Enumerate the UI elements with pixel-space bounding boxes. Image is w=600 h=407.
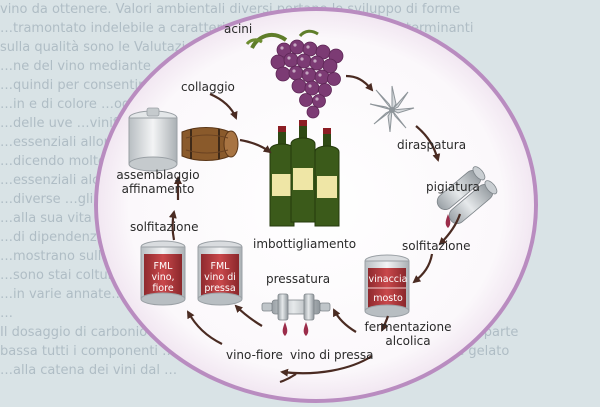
label-assemblaggio-line2: affinamento (108, 182, 208, 196)
label-solfitazione-right: solfitazione (402, 239, 471, 253)
tank-label-fml-fiore: FML vino, fiore (141, 261, 185, 294)
tank-fml-pressa-line3: pressa (198, 283, 242, 294)
tank-fml-fiore-line3: fiore (141, 283, 185, 294)
label-assemblaggio-line1: assemblaggio (108, 168, 208, 182)
tank-label-fml-pressa: FML vino di pressa (198, 261, 242, 294)
tank-fml-fiore-line2: vino, (141, 272, 185, 283)
label-vino-di-pressa: vino di pressa (290, 348, 374, 362)
tank-label-mosto: mosto (366, 293, 410, 304)
assembly-tank (129, 108, 177, 171)
label-pigiatura: pigiatura (426, 180, 480, 194)
label-assemblaggio-affinamento: assemblaggio affinamento (108, 168, 208, 196)
label-diraspatura: diraspatura (397, 138, 466, 152)
label-fermentazione-alcolica: fermentazione alcolica (358, 320, 458, 348)
wine-bottles-icon (270, 120, 339, 226)
label-solfitazione-left: solfitazione (130, 220, 199, 234)
label-fermentazione-line1: fermentazione (358, 320, 458, 334)
label-pressatura: pressatura (266, 272, 330, 286)
label-imbottigliamento: imbottigliamento (253, 237, 356, 251)
label-vino-fiore: vino-fiore (226, 348, 283, 362)
barrel-icon (182, 128, 238, 161)
tank-fml-pressa-line1: FML (198, 261, 242, 272)
tank-fml-pressa-line2: vino di (198, 272, 242, 283)
tank-fml-fiore-line1: FML (141, 261, 185, 272)
label-acini: acini (224, 22, 252, 36)
tank-label-vinaccia: vinaccia (366, 274, 410, 285)
label-collaggio: collaggio (181, 80, 235, 94)
label-fermentazione-line2: alcolica (358, 334, 458, 348)
fermentation-tank (365, 255, 409, 317)
